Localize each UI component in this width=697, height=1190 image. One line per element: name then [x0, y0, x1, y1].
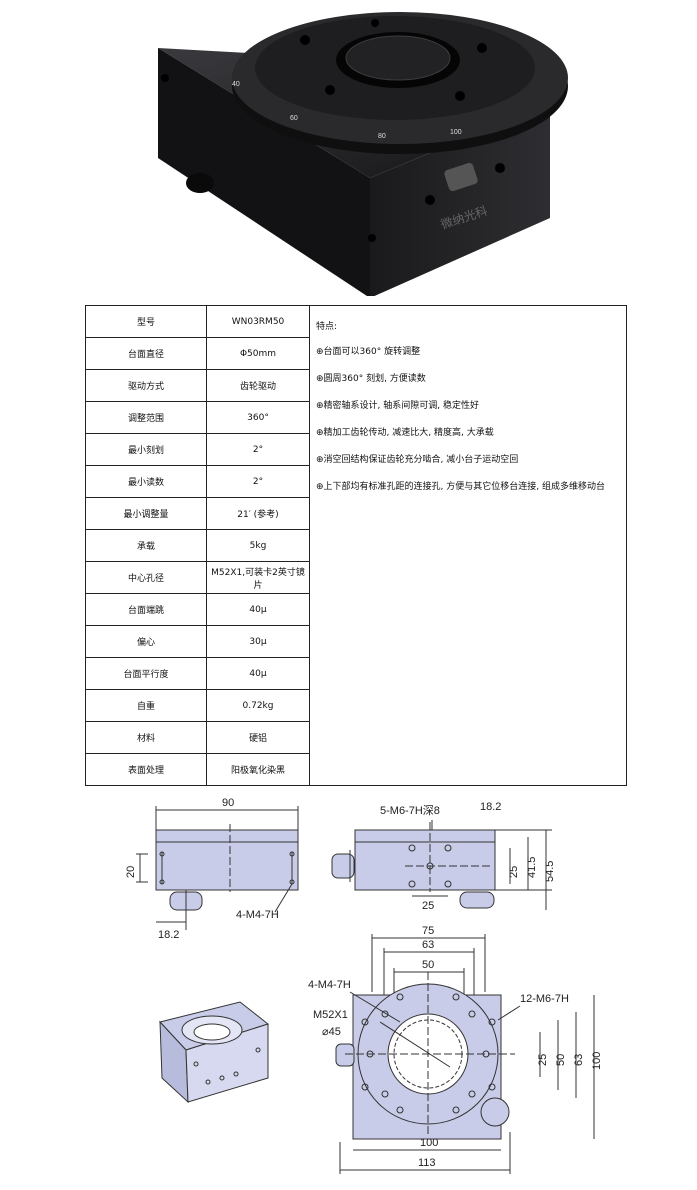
dimension-label: 75	[422, 925, 434, 937]
dimension-label: 63	[573, 1054, 585, 1066]
feature-item: ⊕圆周360° 刻划, 方便读数	[316, 374, 426, 384]
feature-item: ⊕精密轴系设计, 轴系间隙可调, 稳定性好	[316, 401, 479, 411]
dimension-label: 100	[420, 1137, 438, 1149]
dimension-label: 100	[591, 1052, 603, 1070]
spec-label: 中心孔径	[85, 561, 207, 594]
spec-label: 台面平行度	[85, 657, 207, 690]
spec-value: 40μ	[206, 593, 310, 626]
features-cell: 特点: ⊕台面可以360° 旋转调整 ⊕圆周360° 刻划, 方便读数 ⊕精密轴系设计…	[309, 305, 627, 786]
spec-row: 表面处理阳极氧化染黑	[85, 753, 627, 786]
spec-label: 最小读数	[85, 465, 207, 498]
dimension-label: ⌀45	[322, 1026, 341, 1038]
spec-value: Φ50mm	[206, 337, 310, 370]
front-view: 90 20 18.2 4-M4-7H	[125, 797, 299, 941]
features-heading: 特点:	[316, 322, 338, 332]
product-photo: 40 60 80 100 微纳光科	[158, 12, 568, 296]
dimension-label: 25	[537, 1054, 549, 1066]
spec-value: 40μ	[206, 657, 310, 690]
spec-label: 偏心	[85, 625, 207, 658]
side-view: 5-M6-7H深8 18.2 25 41.5 54.5 25	[331, 801, 556, 912]
spec-value: M52X1,可装卡2英寸镜片	[206, 561, 310, 594]
feature-item: ⊕台面可以360° 旋转调整	[316, 347, 421, 357]
spec-label: 型号	[85, 305, 207, 338]
spec-value: 360°	[206, 401, 310, 434]
spec-value: 21′ (参考)	[206, 497, 310, 530]
dimension-label: 113	[418, 1157, 436, 1169]
dimension-label: 50	[555, 1054, 567, 1066]
spec-value: 2°	[206, 465, 310, 498]
dimension-label: 50	[422, 959, 434, 971]
dimension-label: 4-M4-7H	[236, 909, 279, 921]
spec-label: 承载	[85, 529, 207, 562]
knob	[186, 173, 214, 193]
rotary-ring	[232, 12, 568, 154]
spec-label: 表面处理	[85, 753, 207, 786]
spec-label: 调整范围	[85, 401, 207, 434]
isometric-view	[159, 1001, 270, 1104]
dimension-label: 4-M4-7H	[308, 979, 351, 991]
feature-item: ⊕消空回结构保证齿轮充分啮合, 减小台子运动空回	[316, 455, 519, 465]
spec-label: 材料	[85, 721, 207, 754]
dimension-label: 25	[508, 866, 520, 878]
dimension-label: 60	[290, 115, 298, 122]
dimension-label: 5-M6-7H深8	[380, 804, 440, 817]
top-view: 75 63 50 4-M4-7H M52X1 ⌀45 12-M6-7H 25 5…	[308, 925, 603, 1174]
technical-drawings: 90 20 18.2 4-M4-7H 5-M6-7H深8 18.2 25	[125, 797, 603, 1174]
spec-value: 0.72kg	[206, 689, 310, 722]
spec-value: 阳极氧化染黑	[206, 753, 310, 786]
spec-value: WN03RM50	[206, 305, 310, 338]
dimension-label: M52X1	[313, 1009, 348, 1021]
spec-row: 驱动方式齿轮驱动	[85, 369, 627, 402]
dimension-label: 90	[222, 797, 234, 809]
dimension-label: 12-M6-7H	[520, 993, 569, 1005]
spec-value: 30μ	[206, 625, 310, 658]
dimension-label: 80	[378, 133, 386, 140]
spec-label: 台面端跳	[85, 593, 207, 626]
dimension-label: 18.2	[480, 801, 501, 813]
dimension-label: 18.2	[158, 929, 179, 941]
spec-label: 最小调整量	[85, 497, 207, 530]
spec-value: 齿轮驱动	[206, 369, 310, 402]
dimension-label: 63	[422, 939, 434, 951]
spec-value: 5kg	[206, 529, 310, 562]
feature-item: ⊕上下部均有标准孔距的连接孔, 方便与其它位移台连接, 组成多维移动台	[316, 482, 605, 492]
dimension-label: 40	[232, 81, 240, 88]
spec-label: 驱动方式	[85, 369, 207, 402]
spec-row: 材料硬铝	[85, 721, 627, 754]
dimension-label: 25	[422, 900, 434, 912]
spec-value: 硬铝	[206, 721, 310, 754]
feature-item: ⊕精加工齿轮传动, 减速比大, 精度高, 大承载	[316, 428, 494, 438]
spec-label: 台面直径	[85, 337, 207, 370]
dimension-label: 20	[125, 866, 137, 878]
spec-label: 自重	[85, 689, 207, 722]
dimension-label: 100	[450, 129, 462, 136]
dimension-label: 54.5	[544, 861, 556, 882]
spec-value: 2°	[206, 433, 310, 466]
dial-scale: 40 60 80 100	[232, 81, 462, 140]
spec-label: 最小刻划	[85, 433, 207, 466]
dimension-label: 41.5	[526, 857, 538, 878]
